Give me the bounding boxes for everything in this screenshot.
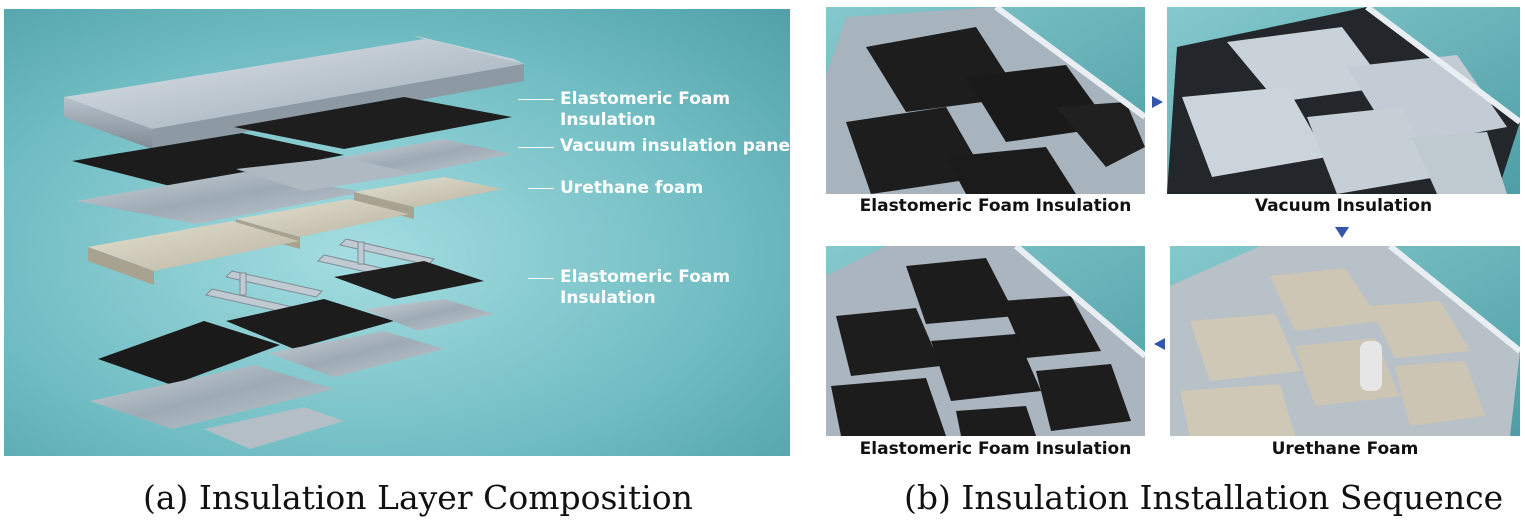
- caption-b: (b) Insulation Installation Sequence: [904, 478, 1504, 517]
- layer-label-vacuum: Vacuum insulation panel: [560, 136, 796, 157]
- layer-label-text: Insulation: [560, 110, 656, 130]
- layer-label-text: Vacuum insulation panel: [560, 136, 796, 156]
- arrow-right-icon: [1152, 96, 1163, 108]
- layer-label-elastomeric-bottom: Elastomeric Foam Insulation: [560, 267, 730, 309]
- layer-composition-image: [4, 9, 790, 456]
- step-1-image: [826, 7, 1145, 194]
- exploded-layer-illustration: [4, 9, 790, 456]
- elastomeric-top-layer: [72, 97, 512, 187]
- layer-label-elastomeric-top: Elastomeric Foam Insulation: [560, 89, 730, 131]
- vacuum-panel-layer: [76, 139, 512, 224]
- step-4-image: [826, 246, 1145, 436]
- layer-label-urethane: Urethane foam: [560, 178, 703, 199]
- step-4-label: Elastomeric Foam Insulation: [859, 439, 1132, 459]
- step-3-label: Urethane Foam: [1271, 439, 1419, 459]
- step-1-label: Elastomeric Foam Insulation: [859, 196, 1132, 216]
- bottom-metal-plates: [90, 299, 494, 449]
- layer-label-text: Elastomeric Foam: [560, 267, 731, 287]
- layer-label-text: Urethane foam: [560, 178, 704, 198]
- arrow-down-icon: [1335, 227, 1349, 238]
- leader-line-2: [518, 147, 554, 148]
- leader-line-1: [518, 99, 554, 100]
- step-2-label: Vacuum Insulation: [1254, 196, 1433, 216]
- arrow-left-icon: [1154, 338, 1165, 350]
- elastomeric-bottom-layer: [98, 261, 484, 385]
- caption-a: (a) Insulation Layer Composition: [143, 478, 693, 517]
- layer-label-text: Insulation: [560, 288, 656, 308]
- step-3-image: [1170, 246, 1520, 436]
- step-2-image: [1167, 7, 1520, 194]
- leader-line-3: [528, 188, 554, 189]
- leader-line-4: [528, 278, 554, 279]
- layer-label-text: Elastomeric Foam: [560, 89, 731, 109]
- urethane-foam-layer: [88, 177, 502, 285]
